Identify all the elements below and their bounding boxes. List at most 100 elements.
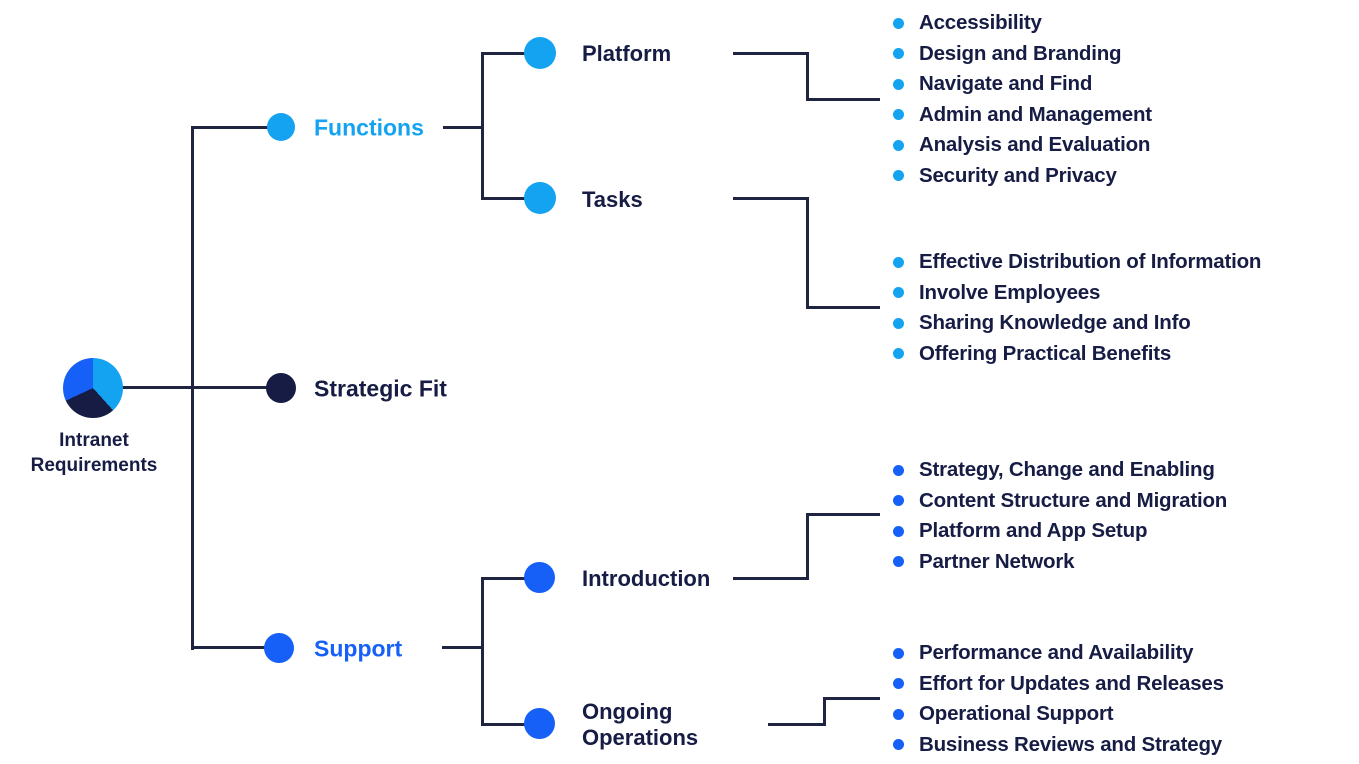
node-label-platform: Platform	[582, 41, 672, 66]
connector-line	[733, 197, 809, 200]
bullet-dot-icon	[893, 256, 904, 268]
bullet-dot-icon	[893, 464, 904, 476]
connector-line	[768, 723, 826, 726]
list-item-label: Analysis and Evaluation	[919, 133, 1151, 157]
list-item: Security and Privacy	[893, 161, 1152, 192]
bullet-dot-icon	[893, 139, 904, 151]
bullet-dot-icon	[893, 17, 904, 29]
connector-line	[806, 513, 809, 580]
list-item: Business Reviews and Strategy	[893, 730, 1224, 761]
connector-line	[483, 52, 528, 55]
tasks-item-list: Effective Distribution of Information In…	[893, 247, 1261, 369]
bullet-dot-icon	[893, 525, 904, 537]
connector-line	[483, 577, 527, 580]
list-item: Effort for Updates and Releases	[893, 669, 1224, 700]
bullet-dot-icon	[893, 495, 904, 507]
ongoing-operations-item-list: Performance and Availability Effort for …	[893, 638, 1224, 760]
bullet-dot-icon	[893, 348, 904, 360]
bullet-dot-icon	[893, 78, 904, 90]
list-item: Effective Distribution of Information	[893, 247, 1261, 278]
bullet-dot-icon	[893, 678, 904, 690]
bullet-dot-icon	[893, 317, 904, 329]
connector-line	[193, 646, 268, 649]
list-item-label: Accessibility	[919, 11, 1042, 35]
list-item-label: Partner Network	[919, 549, 1075, 573]
connector-line	[823, 697, 880, 700]
list-item-label: Offering Practical Benefits	[919, 341, 1172, 365]
bullet-dot-icon	[893, 647, 904, 659]
list-item-label: Effort for Updates and Releases	[919, 671, 1224, 695]
list-item-label: Platform and App Setup	[919, 519, 1148, 543]
connector-line	[483, 197, 528, 200]
node-circle-ongoing-operations	[524, 708, 555, 739]
list-item: Strategy, Change and Enabling	[893, 455, 1227, 486]
pie-chart-icon	[63, 358, 123, 418]
bullet-dot-icon	[893, 287, 904, 299]
list-item-label: Design and Branding	[919, 41, 1122, 65]
connector-line	[191, 126, 194, 650]
branch-label-functions: Functions	[314, 114, 424, 141]
list-item: Sharing Knowledge and Info	[893, 308, 1261, 339]
node-circle-functions	[267, 113, 295, 141]
list-item-label: Performance and Availability	[919, 641, 1194, 665]
list-item-label: Involve Employees	[919, 280, 1101, 304]
bullet-dot-icon	[893, 170, 904, 182]
list-item: Navigate and Find	[893, 69, 1152, 100]
node-circle-introduction	[524, 562, 555, 593]
connector-line	[806, 513, 880, 516]
connector-line	[481, 52, 484, 200]
list-item: Offering Practical Benefits	[893, 339, 1261, 370]
connector-line	[120, 386, 195, 389]
list-item: Performance and Availability	[893, 638, 1224, 669]
list-item: Operational Support	[893, 699, 1224, 730]
root-label-line1: Intranet	[59, 430, 129, 451]
connector-line	[193, 386, 270, 389]
branch-label-support: Support	[314, 635, 403, 662]
list-item: Admin and Management	[893, 100, 1152, 131]
bullet-dot-icon	[893, 48, 904, 60]
node-label-tasks: Tasks	[582, 187, 643, 212]
connector-line	[806, 306, 880, 309]
connector-line	[806, 197, 809, 309]
bullet-dot-icon	[893, 556, 904, 568]
list-item-label: Navigate and Find	[919, 72, 1093, 96]
connector-line	[823, 698, 826, 726]
node-label-ongoing-operations: Ongoing Operations	[582, 699, 698, 751]
bullet-dot-icon	[893, 739, 904, 751]
connector-line	[481, 577, 484, 726]
connector-line	[733, 52, 809, 55]
node-circle-strategic-fit	[266, 373, 296, 403]
connector-line	[193, 126, 273, 129]
list-item: Partner Network	[893, 547, 1227, 578]
list-item: Content Structure and Migration	[893, 486, 1227, 517]
node-circle-platform	[524, 37, 556, 69]
connector-line	[806, 52, 809, 101]
ongoing-label-line2: Operations	[582, 725, 699, 750]
connector-line	[483, 723, 527, 726]
root-label-line2: Requirements	[30, 455, 158, 476]
list-item-label: Strategy, Change and Enabling	[919, 458, 1215, 482]
platform-item-list: Accessibility Design and Branding Naviga…	[893, 8, 1152, 191]
list-item: Analysis and Evaluation	[893, 130, 1152, 161]
list-item-label: Business Reviews and Strategy	[919, 732, 1222, 756]
connector-line	[443, 126, 484, 129]
connector-line	[442, 646, 484, 649]
connector-line	[733, 577, 809, 580]
list-item: Involve Employees	[893, 278, 1261, 309]
node-circle-support	[264, 633, 294, 663]
list-item-label: Admin and Management	[919, 102, 1152, 126]
list-item-label: Sharing Knowledge and Info	[919, 311, 1191, 335]
list-item-label: Security and Privacy	[919, 163, 1117, 187]
branch-label-strategic-fit: Strategic Fit	[314, 375, 447, 402]
connector-line	[806, 98, 880, 101]
bullet-dot-icon	[893, 109, 904, 121]
list-item: Platform and App Setup	[893, 516, 1227, 547]
ongoing-label-line1: Ongoing	[582, 699, 673, 724]
list-item-label: Effective Distribution of Information	[919, 250, 1262, 274]
node-circle-tasks	[524, 182, 556, 214]
introduction-item-list: Strategy, Change and Enabling Content St…	[893, 455, 1227, 577]
node-label-introduction: Introduction	[582, 566, 711, 591]
list-item-label: Operational Support	[919, 702, 1114, 726]
list-item: Accessibility	[893, 8, 1152, 39]
bullet-dot-icon	[893, 708, 904, 720]
